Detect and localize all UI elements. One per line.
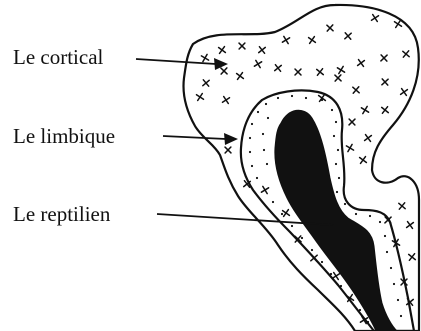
cross-mark [237, 73, 244, 80]
cross-mark [311, 255, 317, 261]
cross-mark [309, 37, 316, 44]
texture-dot [251, 165, 253, 167]
texture-dot [336, 191, 338, 193]
texture-dot [331, 109, 333, 111]
cross-mark [353, 87, 359, 93]
texture-dot [301, 237, 303, 239]
texture-dot [311, 249, 313, 251]
cross-mark [239, 43, 245, 49]
texture-dot [291, 95, 293, 97]
texture-dot [400, 315, 402, 317]
texture-dot [281, 213, 283, 215]
texture-dot [291, 225, 293, 227]
texture-dot [266, 163, 268, 165]
texture-dot [249, 137, 251, 139]
cross-mark [409, 254, 416, 261]
texture-dot [367, 321, 369, 323]
cross-mark [365, 135, 372, 142]
cross-mark [361, 106, 368, 113]
texture-dot [379, 221, 381, 223]
cross-mark [327, 25, 333, 31]
cross-mark [333, 273, 340, 280]
texture-dot [335, 121, 337, 123]
texture-dot [359, 309, 361, 311]
texture-dot [335, 163, 337, 165]
texture-dot [263, 149, 265, 151]
texture-dot [249, 151, 251, 153]
texture-dot [384, 235, 386, 237]
cross-mark [225, 147, 231, 153]
cross-mark [382, 107, 389, 114]
cross-mark [295, 69, 301, 75]
cross-mark [382, 79, 388, 85]
cross-mark [282, 36, 289, 43]
cross-mark [399, 203, 405, 209]
cross-mark [401, 89, 408, 96]
cross-mark [223, 97, 230, 104]
texture-dot [277, 97, 279, 99]
cross-mark [337, 66, 344, 73]
texture-dot [337, 149, 339, 151]
texture-dot [265, 103, 267, 105]
cross-mark [219, 47, 226, 54]
cross-mark [407, 222, 414, 229]
cross-mark [395, 21, 402, 28]
texture-dot [355, 213, 357, 215]
cross-mark [275, 65, 282, 72]
cross-mark [283, 210, 290, 217]
cross-mark [254, 60, 261, 67]
texture-dot [330, 273, 332, 275]
cortical-pointer [136, 58, 228, 70]
texture-dot [272, 201, 274, 203]
texture-dot [321, 261, 323, 263]
cross-mark [335, 75, 341, 81]
cross-mark [221, 68, 227, 74]
cross-mark [259, 47, 266, 54]
texture-dot [321, 99, 323, 101]
cross-mark [203, 80, 209, 86]
texture-dot [344, 203, 346, 205]
cortical-label: Le cortical [13, 45, 104, 69]
texture-dot [257, 111, 259, 113]
cross-mark [201, 54, 208, 61]
texture-dot [264, 189, 266, 191]
texture-dot [349, 297, 351, 299]
texture-dot [305, 97, 307, 99]
reptilian-label: Le reptilien [13, 202, 111, 226]
texture-dot [267, 117, 269, 119]
cross-mark [317, 69, 324, 76]
texture-dot [262, 133, 264, 135]
cross-mark [345, 33, 351, 39]
texture-dot [333, 135, 335, 137]
texture-dot [256, 177, 258, 179]
texture-dot [390, 267, 392, 269]
cross-mark [403, 51, 409, 57]
texture-dot [369, 215, 371, 217]
cross-mark [358, 60, 365, 67]
texture-dot [397, 299, 399, 301]
limbic-label: Le limbique [13, 124, 115, 148]
cross-mark [381, 55, 387, 61]
cross-mark [346, 144, 353, 151]
texture-dot [251, 123, 253, 125]
cross-mark [197, 94, 204, 101]
texture-dot [340, 285, 342, 287]
cross-mark [349, 119, 355, 125]
texture-dot [393, 283, 395, 285]
cross-mark [372, 15, 379, 22]
cross-mark [360, 157, 367, 164]
texture-dot [386, 251, 388, 253]
texture-dot [338, 177, 340, 179]
